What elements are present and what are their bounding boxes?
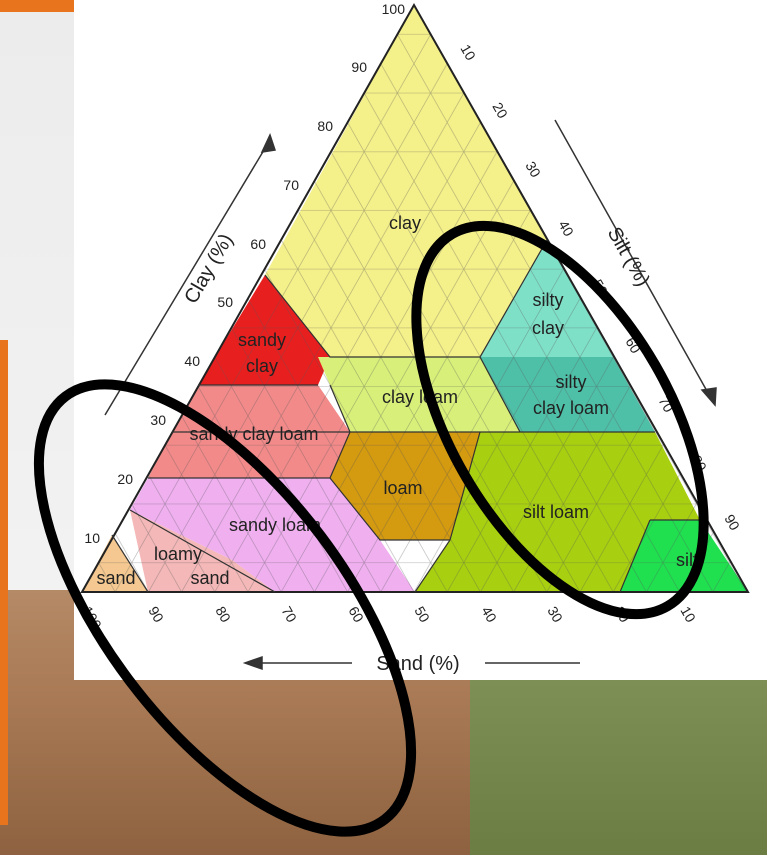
label-silty-clay-loam-line2: clay loam [533,398,609,418]
label-silt-loam: silt loam [523,502,589,522]
silt-tick: 40 [555,218,577,240]
clay-tick: 80 [317,118,333,134]
label-sandy-clay-line1: sandy [238,330,286,350]
label-loamy-sand-line2: sand [190,568,229,588]
clay-tick: 30 [150,412,166,428]
clay-tick: 90 [351,59,367,75]
label-silty-clay-loam-line1: silty [556,372,587,392]
clay-tick: 10 [84,530,100,546]
silt-tick: 30 [522,159,544,181]
label-loamy-sand-line1: loamy [154,544,202,564]
sand-tick: 70 [278,604,300,626]
sand-tick: 50 [411,604,433,626]
clay-tick: 50 [217,294,233,310]
clay-tick: 70 [283,177,299,193]
clay-tick: 20 [117,471,133,487]
sand-tick: 30 [544,604,566,626]
clay-tick: 60 [250,236,266,252]
label-clay-loam: clay loam [382,387,458,407]
label-loam: loam [383,478,422,498]
silt-tick: 10 [457,42,479,64]
label-silty-clay-line1: silty [533,290,564,310]
silt-tick: 20 [489,100,511,122]
label-sand: sand [96,568,135,588]
sand-arrowhead-icon [245,657,262,669]
sand-tick: 40 [478,604,500,626]
clay-arrowhead-icon [262,135,275,152]
sand-tick: 10 [677,604,699,626]
clay-tick: 100 [382,1,406,17]
label-clay: clay [389,213,421,233]
clay-tick: 40 [184,353,200,369]
label-silty-clay-line2: clay [532,318,564,338]
label-sandy-clay-line2: clay [246,356,278,376]
sand-tick: 80 [212,604,234,626]
silt-tick: 90 [721,512,743,534]
silt-axis-title: Silt (%) [603,224,654,291]
sand-tick: 90 [145,604,167,626]
silt-arrowhead-icon [702,388,716,405]
